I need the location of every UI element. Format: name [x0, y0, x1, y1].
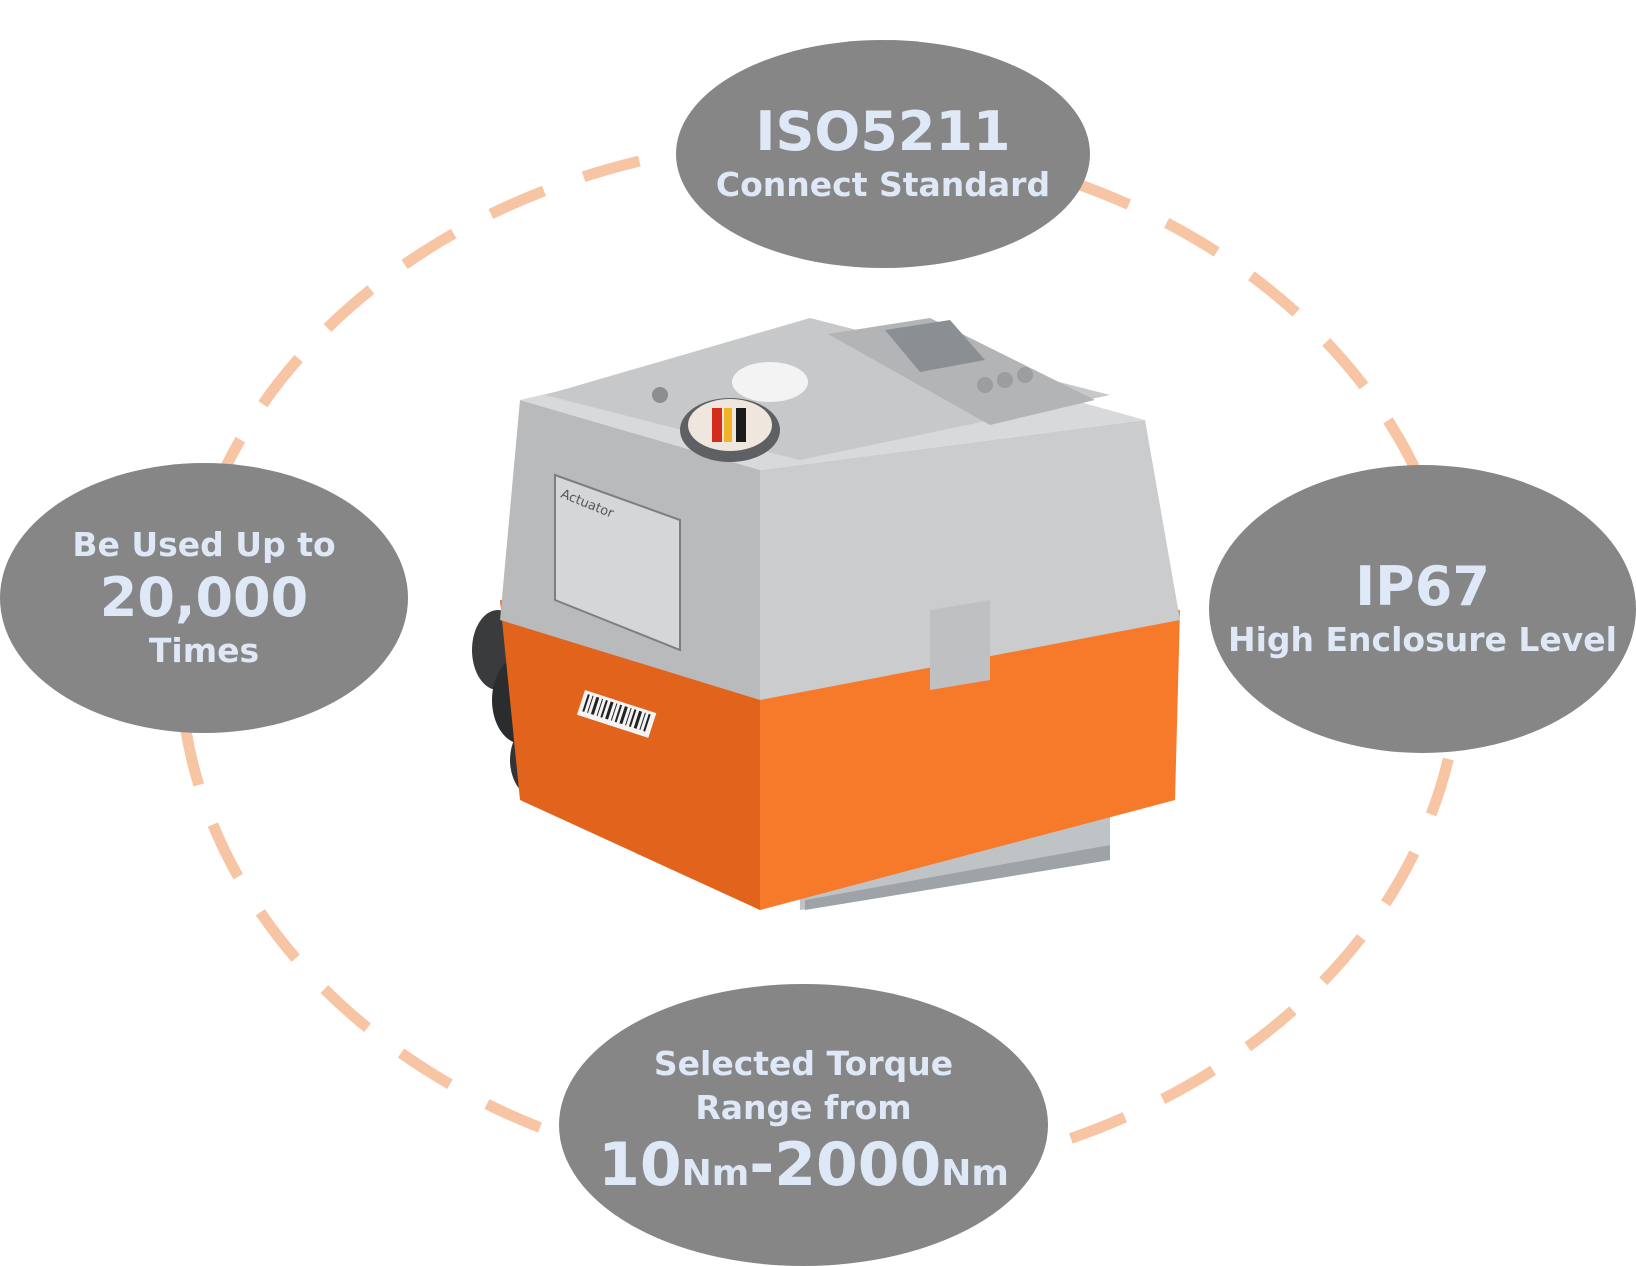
torque-line1: Selected Torque — [653, 1043, 954, 1083]
torque-min: 10 — [598, 1129, 682, 1200]
torque-max-unit: Nm — [941, 1152, 1009, 1194]
torque-range: 10Nm-2000Nm — [598, 1130, 1009, 1209]
feature-ip67: IP67 High Enclosure Level — [1209, 465, 1636, 753]
cycles-line1: Be Used Up to — [72, 525, 336, 564]
torque-min-unit: Nm — [681, 1152, 750, 1194]
ip-subline: High Enclosure Level — [1227, 620, 1617, 659]
barcode — [576, 690, 657, 738]
iso-headline: ISO5211 — [755, 100, 1011, 163]
torque-max: 2000 — [774, 1129, 942, 1200]
torque-line2: Range from — [695, 1087, 912, 1127]
iso-subline: Connect Standard — [715, 165, 1051, 204]
torque-sep: - — [749, 1129, 775, 1200]
actuator-image: Actuator — [472, 318, 1180, 910]
feature-cycles: Be Used Up to 20,000 Times — [0, 463, 408, 733]
cycles-headline: 20,000 — [99, 566, 309, 629]
feature-torque: Selected Torque Range from 10Nm-2000Nm — [559, 984, 1048, 1266]
ip-headline: IP67 — [1355, 555, 1490, 618]
cycles-line3: Times — [148, 631, 260, 670]
feature-iso5211: ISO5211 Connect Standard — [676, 40, 1090, 268]
